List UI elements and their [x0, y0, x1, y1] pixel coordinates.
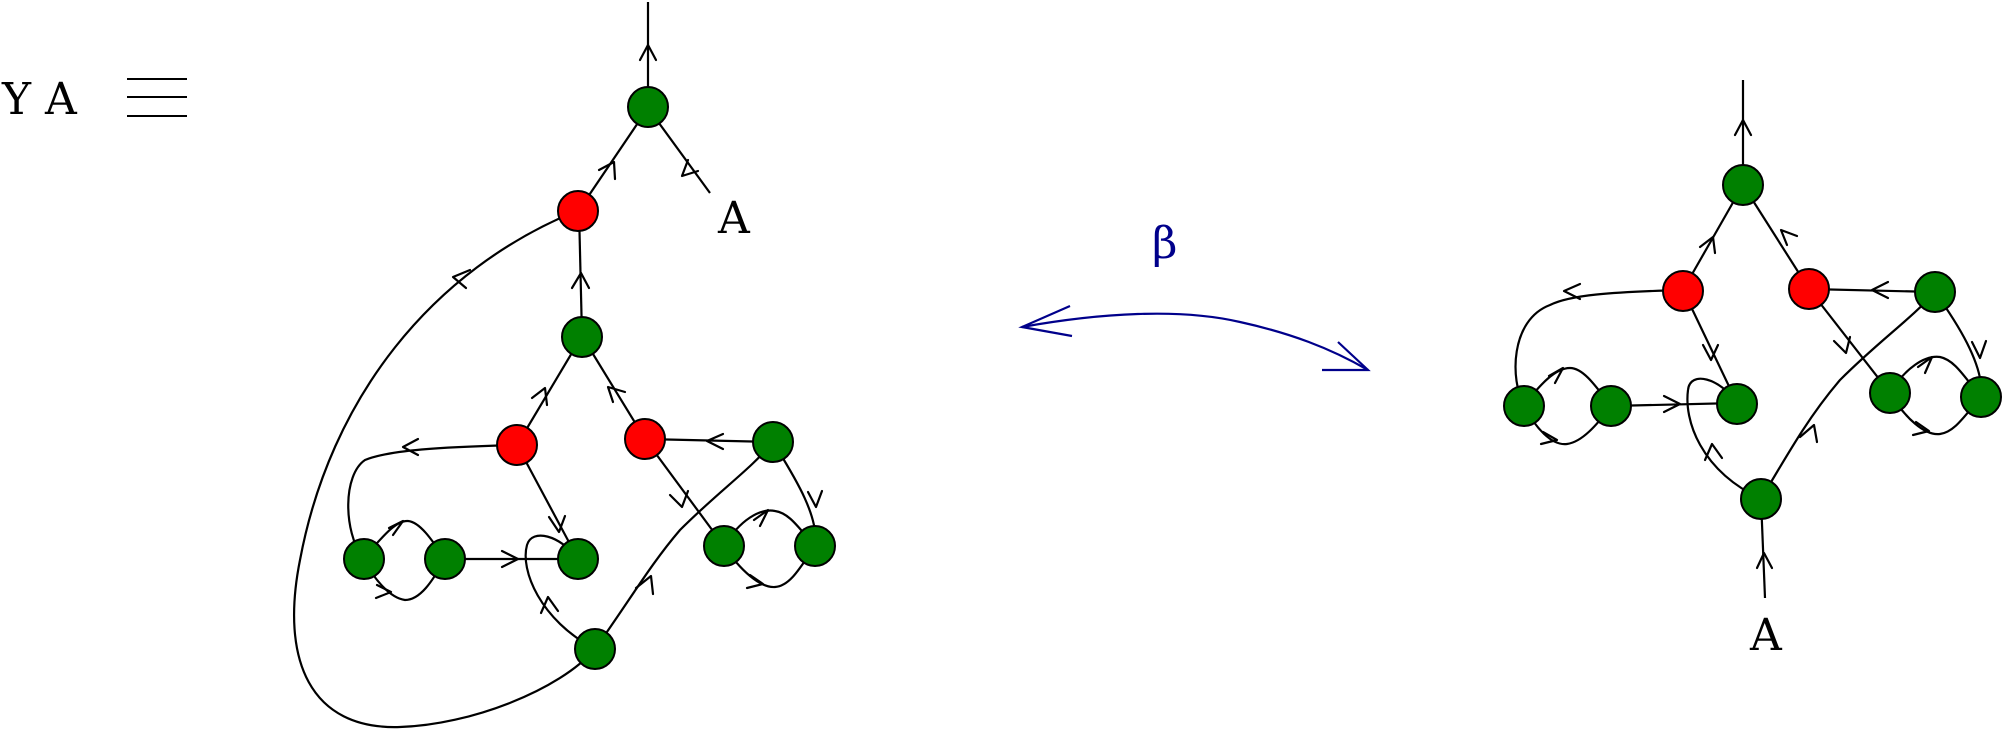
left-node-g6 [752, 421, 794, 463]
left-node-middle-combinator [561, 316, 603, 358]
right-arrow-g2-g3 [1662, 394, 1682, 414]
right-node-g3 [1716, 383, 1758, 425]
right-arrow-g4g5-lower [1911, 420, 1931, 437]
left-arrow-g3-loop [539, 595, 560, 615]
right-arrow-g6-g5 [1970, 339, 1988, 360]
right-edge-g4-g5-lower [1889, 392, 1982, 436]
right-arrow-red1-g3 [1701, 343, 1720, 362]
right-edge-bottom-to-g6 [1760, 291, 1936, 500]
left-node-g5 [794, 525, 836, 567]
left-graph [293, 2, 836, 729]
left-arrow-g6-red3 [705, 432, 725, 451]
right-node-g6 [1914, 271, 1956, 313]
left-arrow-g4g5-upper [752, 508, 770, 528]
left-node-red-left [496, 424, 538, 466]
right-arrow-bottom-g6 [1798, 423, 1819, 444]
right-arrow-g6-red2 [1870, 280, 1890, 300]
right-arrow-red2-g4 [1832, 335, 1852, 355]
left-graph-input-label: A [718, 193, 750, 244]
right-node-g4 [1869, 372, 1911, 414]
left-arrow-red2-g1 [401, 437, 420, 457]
left-arrow-g2-g3 [500, 549, 520, 569]
right-edge-g3-loop [1686, 377, 1762, 500]
left-arrow-g1g2-lower [374, 583, 393, 600]
left-edge-big-loop [293, 208, 596, 729]
left-arrow-g4g5-lower [745, 573, 765, 590]
right-arrow-red1-g1 [1562, 282, 1582, 301]
left-arrow-input [680, 158, 700, 178]
right-graph [1503, 80, 2002, 599]
beta-arrowhead-left [1018, 304, 1073, 338]
right-arrow-g1g2-lower [1539, 430, 1559, 446]
right-edge-g4-g5-upper [1889, 355, 1982, 398]
left-node-g2 [424, 538, 466, 580]
left-arrow-bottom-g6 [634, 574, 655, 596]
left-arrow-g1g2-upper [387, 519, 405, 537]
left-node-g3 [557, 538, 599, 580]
right-edge-g2-to-g3 [1610, 401, 1738, 408]
right-node-g5 [1960, 376, 2002, 418]
right-edge-red1-to-g1 [1514, 288, 1684, 406]
left-edge-bottom-to-g6 [594, 441, 774, 650]
left-node-g4 [703, 525, 745, 567]
left-arrow-big-loop [451, 268, 472, 290]
left-node-red-right [624, 418, 666, 460]
left-edge-top-to-red [578, 107, 649, 211]
right-edge-g1-g2-upper [1523, 366, 1612, 407]
right-arrow-top-red2 [1779, 228, 1799, 247]
left-edge-g4-g5-lower [723, 545, 816, 589]
left-arrow-red-mid [570, 271, 591, 290]
left-node-g1 [343, 538, 385, 580]
left-arrow-mid-red2 [530, 386, 549, 407]
right-arrow-g3-loop [1703, 442, 1724, 462]
left-edge-red3-to-g4 [644, 438, 725, 547]
beta-relation-label: β [1152, 218, 1178, 269]
left-arrow-g6-g5 [806, 489, 824, 509]
lhs-expression: Y A [2, 74, 77, 125]
right-node-g2 [1590, 385, 1632, 427]
left-arrow-red3-g4 [668, 489, 690, 509]
left-arrow-output [638, 43, 658, 62]
left-edge-g3-loop [524, 534, 596, 650]
triple-bar-equivalence-icon [127, 78, 187, 117]
right-arrow-g1g2-upper [1547, 366, 1565, 385]
left-arrow-red2-g3 [547, 514, 567, 534]
right-arrow-top-red1 [1698, 235, 1717, 255]
left-node-top-combinator [627, 86, 669, 128]
left-node-bottom [574, 628, 616, 670]
right-arrow-output [1733, 118, 1753, 137]
left-edge-red2-to-g1 [347, 443, 518, 560]
left-arrow-mid-red3 [606, 385, 627, 404]
beta-relation-arrow [1018, 304, 1371, 372]
right-graph-input-label: A [1750, 610, 1782, 661]
right-node-bottom [1740, 478, 1782, 520]
right-node-top-combinator [1722, 164, 1764, 206]
right-node-red-right [1788, 268, 1830, 310]
right-arrow-input [1755, 551, 1774, 570]
beta-arrowhead-right [1322, 341, 1371, 372]
left-node-red-upper [557, 190, 599, 232]
right-node-red-left [1662, 270, 1704, 312]
right-node-g1 [1503, 385, 1545, 427]
left-edge-red2-to-g3 [516, 444, 579, 560]
left-arrow-top-red [597, 160, 617, 181]
right-arrow-g4g5-upper [1916, 355, 1934, 375]
